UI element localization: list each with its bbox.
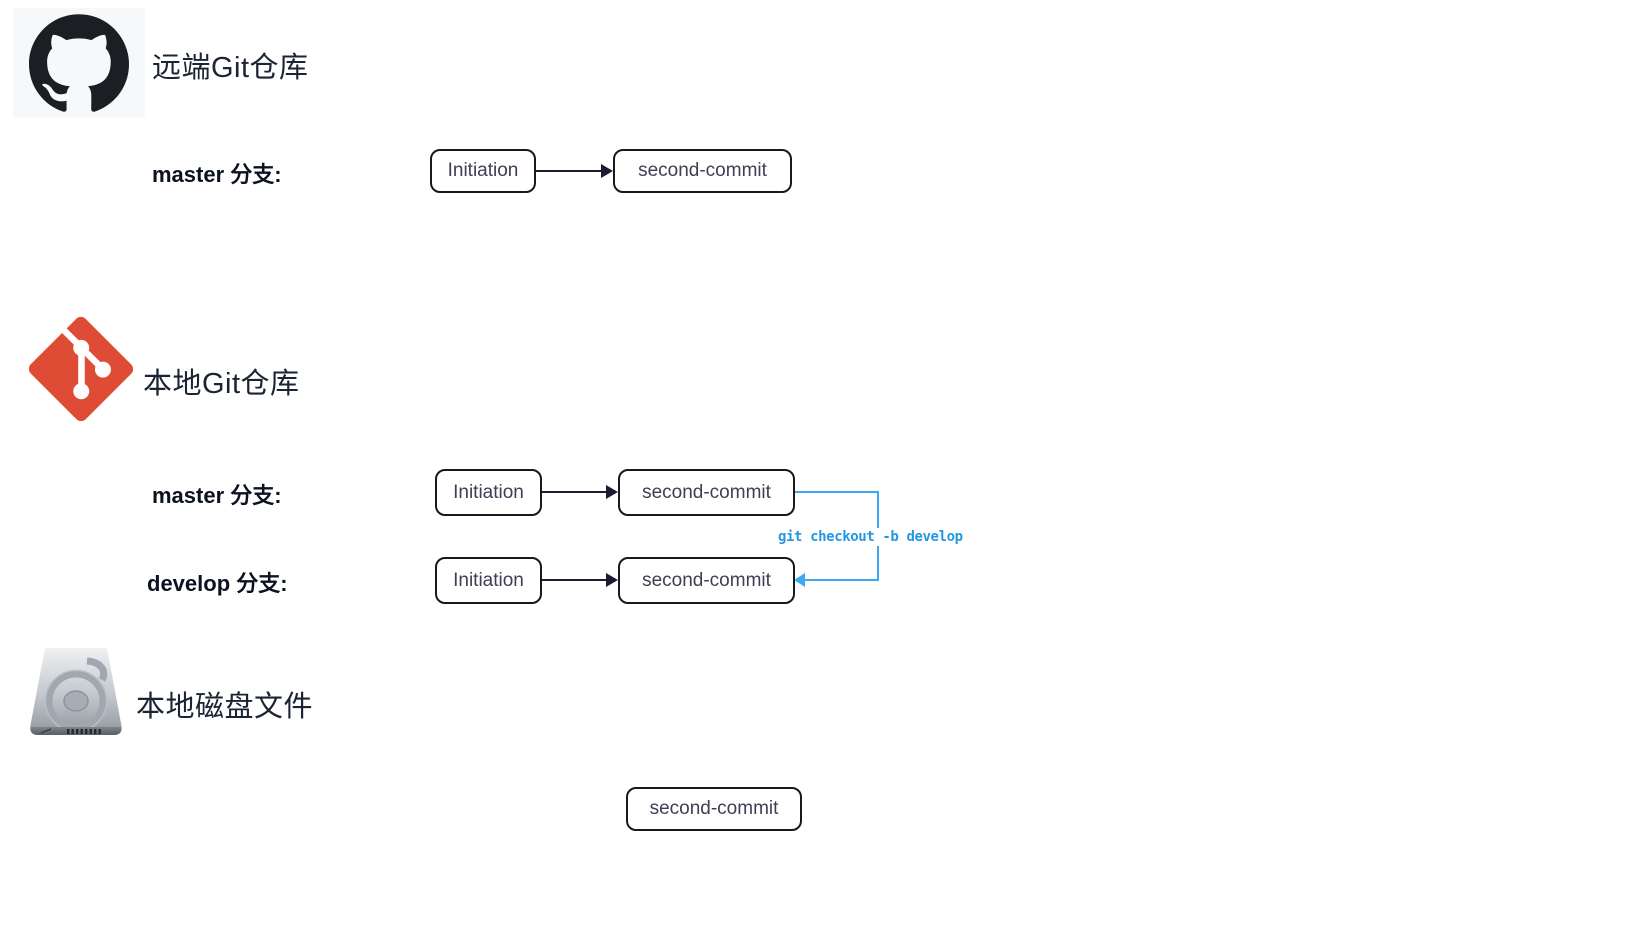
checkout-connector-bottom	[804, 579, 879, 581]
commit-node: second-commit	[618, 557, 795, 604]
hard-disk-icon	[27, 647, 125, 745]
local-develop-branch-label: develop 分支:	[147, 571, 288, 596]
commit-arrow-line	[536, 170, 602, 172]
local-master-branch-label: master 分支:	[152, 483, 282, 508]
commit-arrow-head	[601, 164, 613, 178]
commit-arrow-head	[606, 573, 618, 587]
local-repo-title: 本地Git仓库	[143, 368, 300, 400]
git-logo-icon	[28, 316, 134, 422]
github-icon	[13, 8, 145, 117]
commit-node: Initiation	[430, 149, 536, 193]
hard-disk-drive-icon	[30, 648, 122, 735]
commit-arrow-line	[542, 579, 607, 581]
github-octocat-icon	[29, 13, 129, 112]
git-icon	[25, 316, 137, 422]
commit-arrow-head	[606, 485, 618, 499]
commit-node: second-commit	[613, 149, 792, 193]
file-node: second-commit	[626, 787, 802, 831]
disk-title: 本地磁盘文件	[136, 691, 314, 723]
commit-node: second-commit	[618, 469, 795, 516]
checkout-connector-arrow-head	[794, 573, 805, 587]
commit-node: Initiation	[435, 557, 542, 604]
checkout-connector-top	[795, 491, 879, 493]
checkout-command-label: git checkout -b develop	[775, 528, 966, 546]
remote-master-branch-label: master 分支:	[152, 162, 282, 187]
commit-arrow-line	[542, 491, 607, 493]
commit-node: Initiation	[435, 469, 542, 516]
remote-repo-title: 远端Git仓库	[152, 52, 309, 84]
